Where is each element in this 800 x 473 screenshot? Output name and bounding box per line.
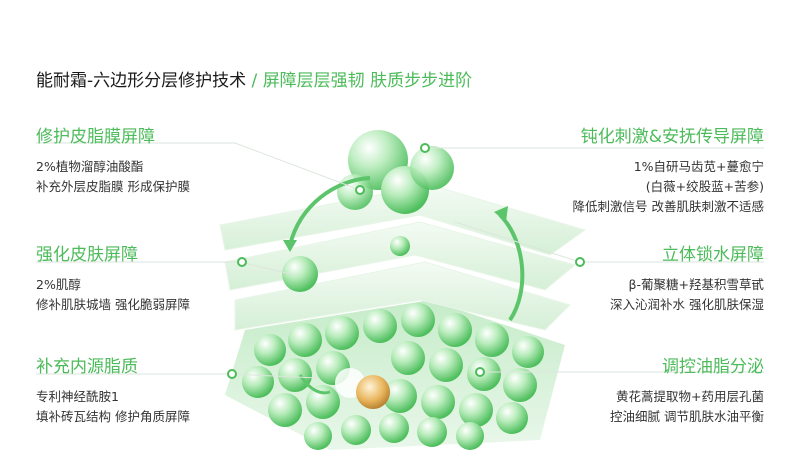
mid-bubble [282, 256, 318, 292]
left-block-title: 强化皮肤屏障 [36, 245, 138, 265]
left-block-sebum-membrane: 修护皮脂膜屏障 2%植物溜醇油酸酯 补充外层皮脂膜 形成保护膜 [36, 122, 190, 197]
left-block-line: 2%肌醇 [36, 277, 81, 292]
left-block-line: 填补砖瓦结构 修护角质屏障 [36, 409, 190, 424]
right-block-line: 深入沁润补水 强化肌肤保湿 [610, 297, 764, 312]
title-main: 能耐霜-六边形分层修护技术 [36, 71, 247, 91]
bottom-arrow [298, 374, 331, 395]
lower-sheet-layer [234, 261, 571, 331]
left-block-line: 2%植物溜醇油酸酯 [36, 159, 144, 174]
left-cycle-arrow [288, 176, 371, 246]
left-block-title: 补充内源脂质 [36, 357, 138, 377]
right-cycle-arrow [498, 213, 525, 322]
left-block-lipids: 补充内源脂质 专利神经酰胺1 填补砖瓦结构 修护角质屏障 [36, 352, 190, 427]
left-block-line: 补充外层皮脂膜 形成保护膜 [36, 179, 190, 194]
top-molecule-cluster [337, 130, 454, 214]
right-block-line: 黄花蒿提取物+药用层孔菌 [616, 389, 764, 404]
right-block-moisture-lock: 立体锁水屏障 β-葡聚糖+羟基积雪草甙 深入沁润补水 强化肌肤保湿 [610, 240, 764, 315]
page-title: 能耐霜-六边形分层修护技术 / 屏障层层强韧 肤质步步进阶 [36, 66, 472, 91]
title-sub: 屏障层层强韧 肤质步步进阶 [262, 71, 473, 91]
right-block-oil-control: 调控油脂分泌 黄花蒿提取物+药用层孔菌 控油细腻 调节肌肤水油平衡 [610, 352, 764, 427]
right-block-line: (白薇+绞股蓝+苦参) [645, 179, 764, 194]
right-block-title: 立体锁水屏障 [662, 245, 764, 265]
left-block-line: 修补肌肤城墙 强化脆弱屏障 [36, 297, 190, 312]
left-block-line: 专利神经酰胺1 [36, 389, 119, 404]
right-block-line: 控油细腻 调节肌肤水油平衡 [610, 409, 764, 424]
right-block-soothing: 钝化刺激&安抚传导屏障 1%自研马齿苋+蔓愈宁 (白薇+绞股蓝+苦参) 降低刺激… [573, 122, 764, 217]
title-slash: / [246, 71, 263, 91]
cell-bubbles [242, 303, 544, 450]
right-block-title: 钝化刺激&安抚传导屏障 [580, 127, 764, 147]
left-block-title: 修护皮脂膜屏障 [36, 127, 155, 147]
right-block-line: 降低刺激信号 改善肌肤刺激不适感 [572, 199, 764, 214]
connector-dots [227, 143, 585, 379]
right-block-title: 调控油脂分泌 [662, 357, 764, 377]
left-block-skin-barrier: 强化皮肤屏障 2%肌醇 修补肌肤城墙 强化脆弱屏障 [36, 240, 190, 315]
right-block-line: 1%自研马齿苋+蔓愈宁 [633, 159, 764, 174]
right-block-line: β-葡聚糖+羟基积雪草甙 [628, 277, 764, 292]
